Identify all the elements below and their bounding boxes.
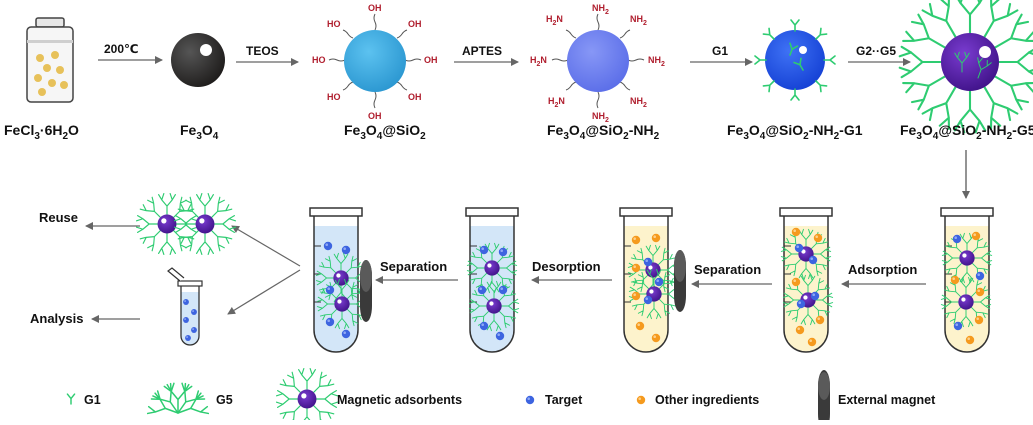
g5-particle-icon: [898, 0, 1033, 134]
output-label-reuse: Reuse: [39, 210, 78, 225]
svg-text:OH: OH: [368, 3, 382, 13]
label-fe3o4-sio2: Fe3O4@SiO2: [344, 122, 426, 142]
arrow-label-200c: 200℃: [104, 42, 139, 56]
svg-text:OH: OH: [408, 19, 422, 29]
svg-text:NH2: NH2: [648, 55, 665, 68]
magnet-icon-2: [360, 260, 372, 322]
fecl3-jar-icon: [26, 17, 74, 103]
fe3o4-particle-icon: [171, 33, 225, 87]
g1-particle-icon: [754, 19, 836, 101]
svg-text:HO: HO: [327, 92, 341, 102]
tube-mixture-icon: [779, 207, 833, 353]
svg-text:G1: G1: [84, 393, 101, 407]
legend-magnetic-adsorbents: Magnetic adsorbents: [277, 369, 462, 420]
svg-text:H2N: H2N: [530, 55, 547, 68]
svg-text:OH: OH: [368, 111, 382, 121]
arrow-label-g1: G1: [712, 44, 728, 58]
svg-text:HO: HO: [312, 55, 326, 65]
arrow-to-reuse: [231, 225, 301, 267]
reuse-adsorbents-icon: [137, 194, 236, 255]
svg-text:NH2: NH2: [630, 14, 647, 27]
arrow-to-analysis: [227, 269, 301, 315]
svg-text:Target: Target: [545, 393, 583, 407]
tube-magnet-yellow-icon: [619, 207, 679, 353]
tube-magnet-blue-icon: [309, 207, 367, 353]
magnet-icon-1: [674, 250, 686, 312]
tube-desorbed-icon: [465, 207, 519, 353]
svg-text:OH: OH: [424, 55, 438, 65]
label-fe3o4: Fe3O4: [180, 122, 219, 142]
arrow-label-aptes: APTES: [462, 44, 502, 58]
svg-text:OH: OH: [408, 92, 422, 102]
tube-adsorption-icon: [940, 207, 994, 353]
arrow-label-g2-g5: G2··G5: [856, 44, 896, 58]
amine-groups: NH2 NH2 H2N NH2 H2N NH2 H2N NH2: [530, 3, 665, 124]
svg-text:Magnetic adsorbents: Magnetic adsorbents: [337, 393, 462, 407]
analysis-vial-icon: [167, 267, 203, 346]
legend-external-magnet: External magnet: [818, 370, 936, 425]
output-label-analysis: Analysis: [30, 311, 83, 326]
label-fecl3: FeCl3·6H2O: [4, 122, 79, 142]
svg-text:HO: HO: [327, 19, 341, 29]
legend-other-ingredients: Other ingredients: [636, 393, 759, 407]
step-label-separation-2: Separation: [380, 259, 447, 274]
svg-text:G5: G5: [216, 393, 233, 407]
amine-particle-icon: [551, 13, 645, 109]
silica-particle-icon: [328, 13, 422, 109]
step-label-adsorption: Adsorption: [848, 262, 917, 277]
legend: G1 G5 Magnetic adsorbents Target Other i…: [66, 369, 936, 425]
svg-text:H2N: H2N: [548, 96, 565, 109]
hydroxyl-groups: OH OH HO OH HO OH HO OH: [312, 3, 438, 121]
svg-text:NH2: NH2: [630, 96, 647, 109]
svg-text:External magnet: External magnet: [838, 393, 936, 407]
svg-text:NH2: NH2: [592, 111, 609, 124]
arrow-label-teos: TEOS: [246, 44, 279, 58]
svg-text:H2N: H2N: [546, 14, 563, 27]
legend-g5: G5: [145, 381, 233, 424]
legend-target: Target: [525, 393, 583, 407]
label-fe3o4-sio2-nh2-g1: Fe3O4@SiO2-NH2-G1: [727, 122, 863, 142]
legend-g1: G1: [66, 393, 101, 407]
svg-text:Other ingredients: Other ingredients: [655, 393, 759, 407]
label-fe3o4-sio2-nh2: Fe3O4@SiO2-NH2: [547, 122, 660, 142]
svg-text:NH2: NH2: [592, 3, 609, 16]
step-label-desorption: Desorption: [532, 259, 601, 274]
label-fe3o4-sio2-nh2-g5: Fe3O4@SiO2-NH2-G5: [900, 122, 1033, 142]
step-label-separation-1: Separation: [694, 262, 761, 277]
